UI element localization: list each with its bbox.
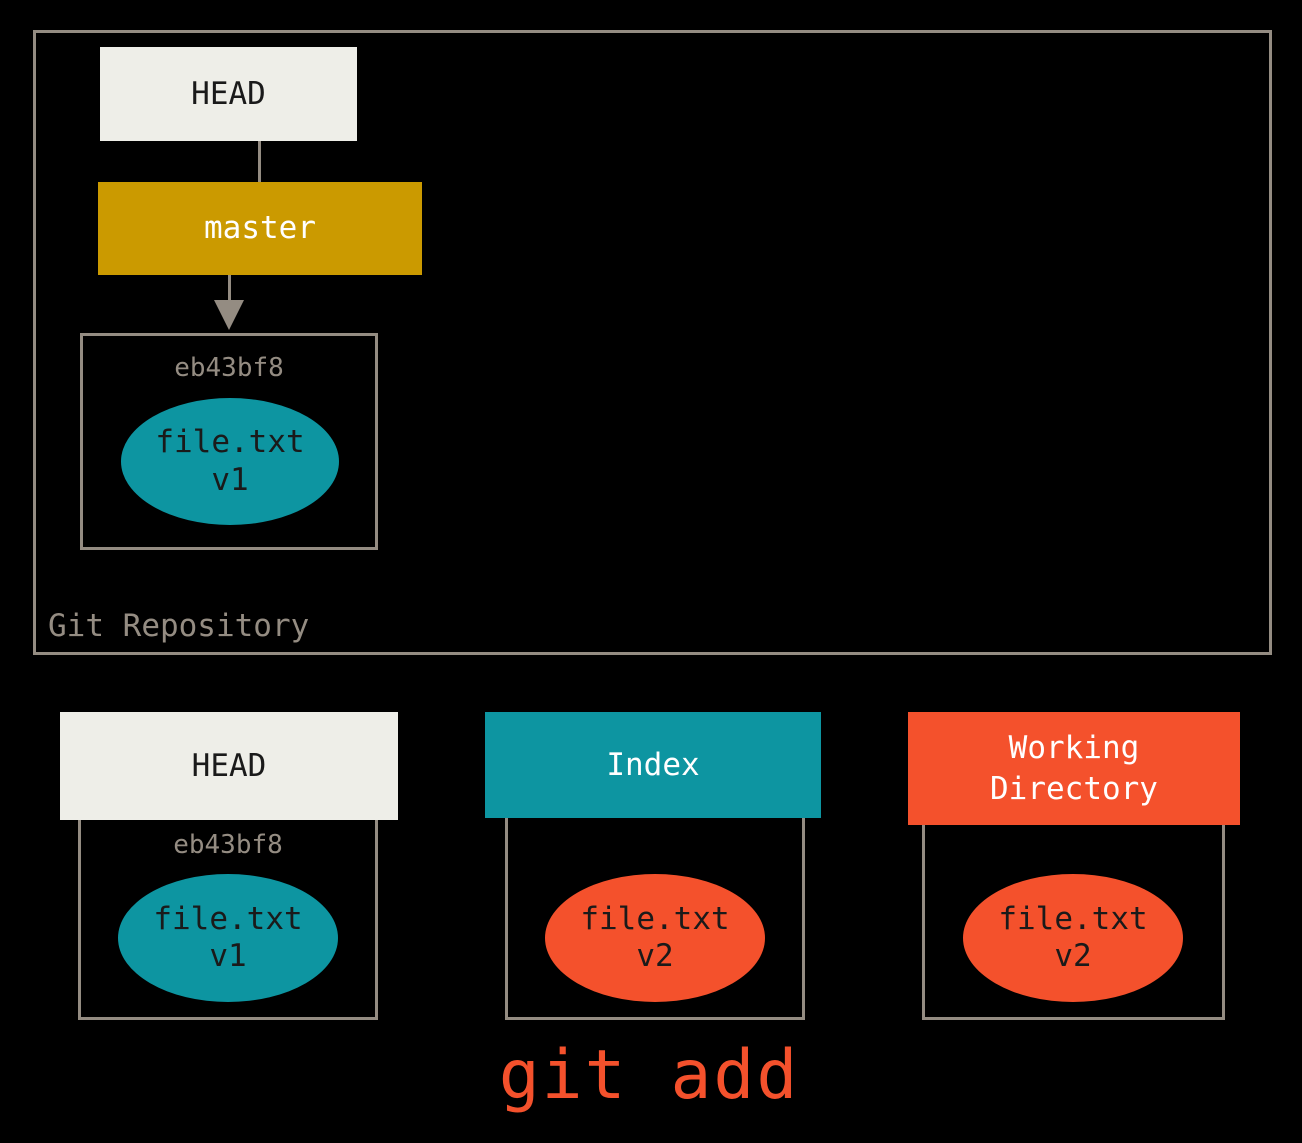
repo-commit-blob: file.txt v1 [121,398,339,525]
repo-commit-blob-filename: file.txt [155,424,305,461]
stage-index-blob-version: v2 [636,938,674,974]
arrowhead-master-to-commit [214,300,244,330]
repo-commit-hash: eb43bf8 [174,353,284,383]
stage-head-blob-version: v1 [209,938,247,974]
stage-working-directory-body [922,824,1225,1020]
stage-index-header: Index [485,712,821,818]
repo-commit-blob-version: v1 [211,461,249,498]
stage-working-directory-blob-version: v2 [1054,938,1092,974]
repo-head-pointer-label: HEAD [191,75,266,112]
repo-master-branch-label: master [204,210,316,247]
stage-head-header-label: HEAD [191,747,267,784]
stage-index-header-label: Index [606,746,700,783]
stage-index-blob: file.txt v2 [545,874,765,1002]
git-command-caption: git add [498,1036,800,1115]
repo-head-pointer-box: HEAD [100,47,357,141]
repo-commit-frame: eb43bf8 file.txt v1 [80,333,378,550]
repo-master-branch-box: master [98,182,422,275]
stage-head-blob: file.txt v1 [118,874,338,1002]
stage-head-blob-filename: file.txt [153,900,303,937]
stage-head-body [78,818,378,1020]
git-repository-frame [33,30,1272,655]
connector-head-to-master [258,141,261,182]
stage-working-directory-blob-filename: file.txt [998,900,1148,937]
stage-head-hash: eb43bf8 [173,830,283,860]
stage-working-directory-header-line2: Directory [990,770,1158,807]
git-repository-caption: Git Repository [48,608,310,644]
stage-working-directory-header: Working Directory [908,712,1240,825]
stage-working-directory-blob: file.txt v2 [963,874,1183,1002]
stage-index-blob-filename: file.txt [580,900,730,937]
stage-index-body [505,817,805,1020]
stage-working-directory-header-line1: Working [1008,730,1140,767]
stage-head-header: HEAD [60,712,398,820]
connector-master-to-commit [228,275,231,302]
